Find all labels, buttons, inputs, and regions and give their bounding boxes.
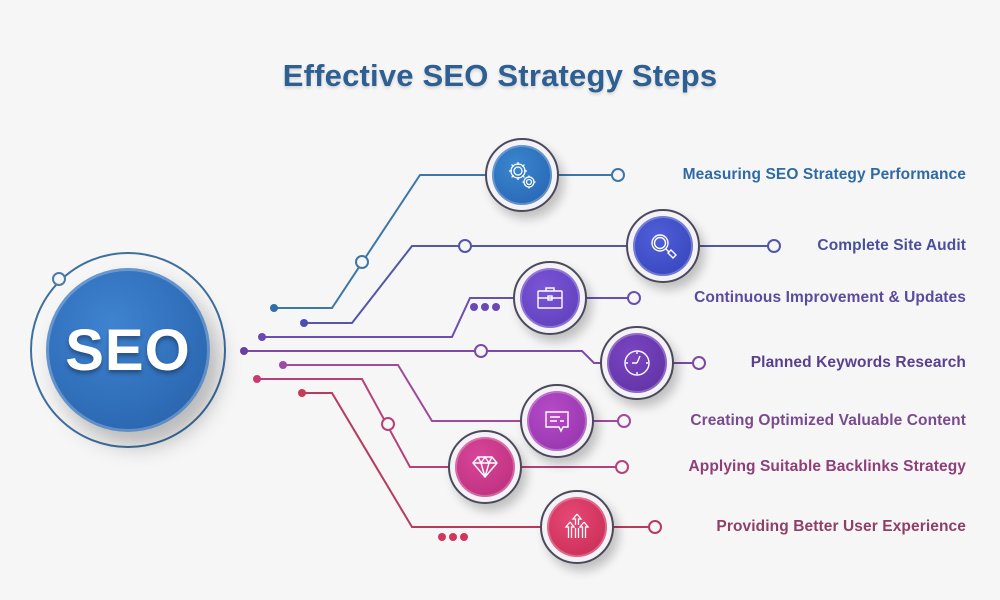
seo-ring-knob <box>52 272 66 286</box>
gear-icon <box>492 145 552 205</box>
step-node-improvement <box>513 261 587 335</box>
seo-hub: SEO <box>46 268 210 432</box>
step-label-audit: Complete Site Audit <box>817 237 966 254</box>
briefcase-icon <box>520 268 580 328</box>
step-node-experience <box>540 490 614 564</box>
step-node-backlinks <box>448 430 522 504</box>
step-node-content <box>520 384 594 458</box>
step-label-content: Creating Optimized Valuable Content <box>690 412 966 429</box>
arrows-up-icon <box>547 497 607 557</box>
ellipsis-dots <box>438 303 500 541</box>
step-label-keywords: Planned Keywords Research <box>750 354 966 371</box>
start-dots <box>240 304 308 397</box>
chat-icon <box>527 391 587 451</box>
seo-hub-label: SEO <box>65 317 191 383</box>
clock-icon <box>607 333 667 393</box>
seo-hub-ring <box>30 252 226 448</box>
step-label-improvement: Continuous Improvement & Updates <box>694 289 966 306</box>
step-label-experience: Providing Better User Experience <box>716 518 966 535</box>
diamond-icon <box>455 437 515 497</box>
step-label-backlinks: Applying Suitable Backlinks Strategy <box>688 458 966 475</box>
step-label-measuring: Measuring SEO Strategy Performance <box>682 166 966 183</box>
step-node-measuring <box>485 138 559 212</box>
step-node-keywords <box>600 326 674 400</box>
magnifier-icon <box>633 216 693 276</box>
step-node-audit <box>626 209 700 283</box>
page-title: Effective SEO Strategy Steps <box>282 58 718 93</box>
